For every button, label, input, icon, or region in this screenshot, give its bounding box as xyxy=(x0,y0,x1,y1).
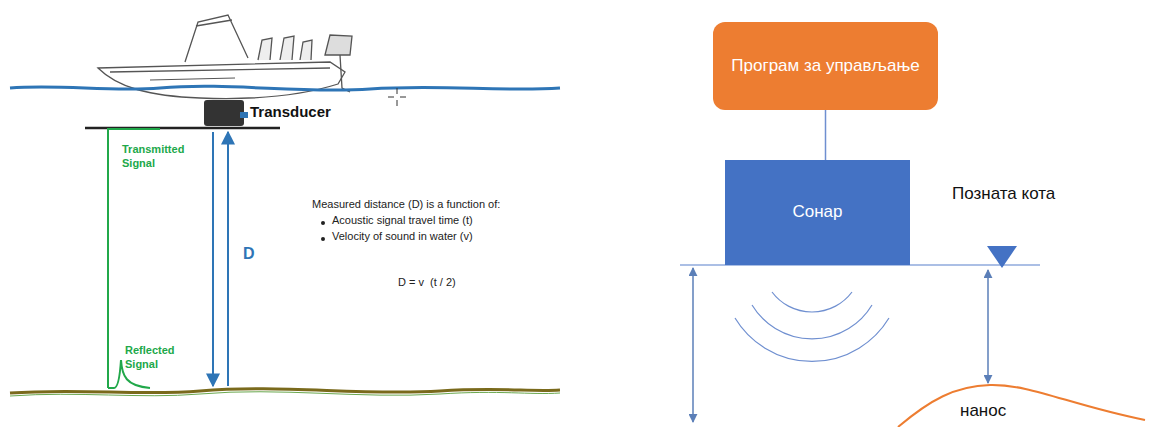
distance-arrow xyxy=(212,132,214,386)
sediment-label: нанос xyxy=(960,400,1006,421)
level-marker xyxy=(987,246,1017,268)
note-text: Measured distance (D) is a function of: xyxy=(312,198,500,212)
box-text: Сонар xyxy=(792,201,842,223)
depth-arrow xyxy=(987,270,989,383)
distance-arrow xyxy=(227,132,229,386)
level-label: Позната кота xyxy=(952,183,1055,204)
box-text: Програм за управљање xyxy=(731,55,919,77)
sonar-waves xyxy=(735,292,889,361)
note-bullet-text: Velocity of sound in water (v) xyxy=(332,230,473,244)
connector xyxy=(825,110,827,160)
sediment-curve xyxy=(898,385,1145,427)
sonar-box: Сонар xyxy=(725,160,910,265)
formula: D = v (t / 2) xyxy=(398,276,456,290)
bullet-dot xyxy=(321,237,325,241)
cursor-cross xyxy=(388,88,406,106)
bullet-dot xyxy=(321,221,325,225)
signal-label: Reflected Signal xyxy=(125,344,205,372)
signal-label: Transmitted Signal xyxy=(122,143,202,171)
water-surface xyxy=(10,86,560,90)
control-program-box: Програм за управљање xyxy=(713,22,938,110)
depth-arrow xyxy=(692,268,694,422)
transducer-symbol xyxy=(204,100,244,126)
dimension-label: D xyxy=(243,244,255,264)
seabed-edge xyxy=(10,392,560,396)
part-label: Transducer xyxy=(250,103,331,122)
note-bullet-text: Acoustic signal travel time (t) xyxy=(332,214,473,228)
transducer-tab xyxy=(240,112,248,118)
